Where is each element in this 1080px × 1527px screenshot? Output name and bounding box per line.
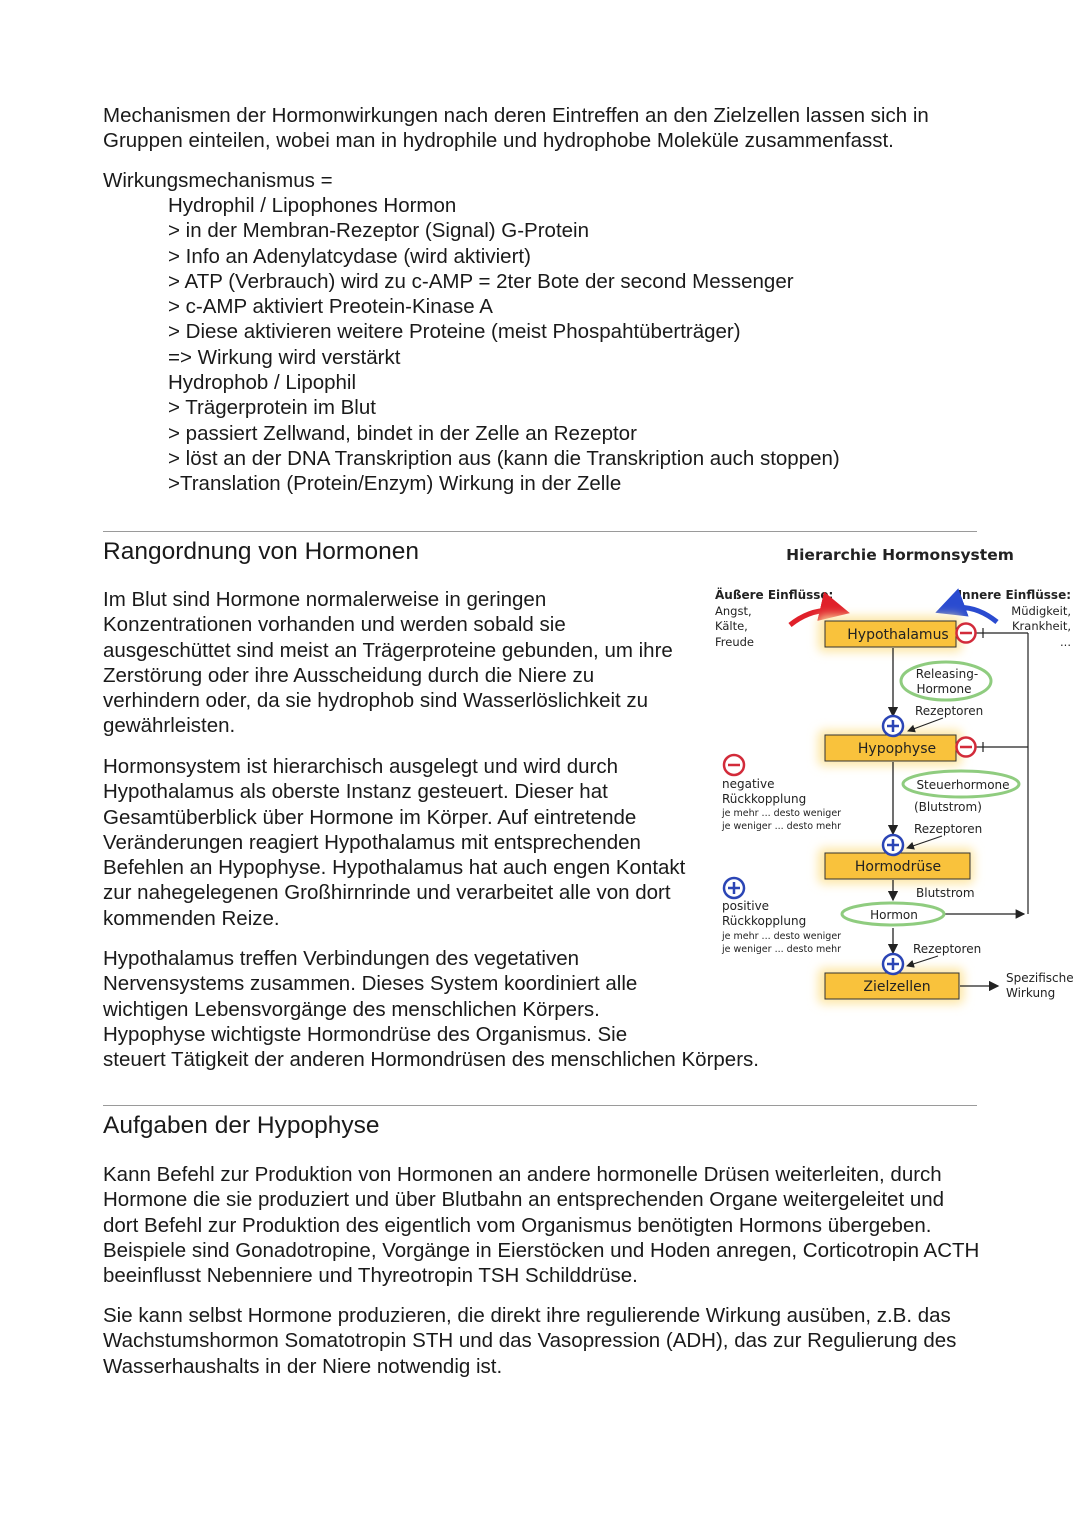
hypothalamus-box (824, 620, 957, 648)
rang-paragraph-2: Hormonsystem ist hierarchisch ausgelegt … (103, 755, 686, 930)
positive-feedback-legend-icon (722, 876, 746, 900)
mechanism-line: > Trägerprotein im Blut (168, 396, 376, 420)
hypophyse-paragraph-1: Kann Befehl zur Produktion von Hormonen … (103, 1163, 980, 1288)
negative-feedback-label: Rückkopplung (722, 792, 806, 806)
outer-influence-item: Freude (715, 635, 754, 649)
rezeptoren-label: Rezeptoren (913, 942, 981, 956)
releasing-hormone-oval (899, 660, 993, 702)
diagram-title: Hierarchie Hormonsystem (786, 546, 1014, 564)
mechanism-line: > löst an der DNA Transkription aus (kan… (168, 446, 840, 470)
rang-p3-line: Hypophyse wichtigste Hormondrüse des Org… (103, 1022, 628, 1046)
section-title-rangordnung: Rangordnung von Hormonen (103, 538, 419, 565)
mechanism-line: Hydrophil / Lipophones Hormon (168, 194, 457, 217)
blutstrom-paren-label: (Blutstrom) (914, 800, 982, 814)
outer-influence-item: Kälte, (715, 619, 748, 633)
inner-influence-item: Krankheit, (1012, 619, 1071, 633)
hormondruese-box (824, 852, 971, 880)
zielzellen-label: Zielzellen (863, 979, 930, 995)
negative-feedback-legend-icon (722, 753, 746, 777)
inner-influence-arrow (935, 588, 999, 624)
section-divider (103, 531, 977, 532)
hormon-label: Hormon (870, 908, 918, 922)
mechanism-line: > c-AMP aktiviert Preotein-Kinase A (168, 295, 493, 319)
outer-influences-label: Äußere Einflüsse: (715, 587, 833, 602)
section-divider (103, 1105, 977, 1106)
negative-feedback-note: je mehr ... desto weniger (721, 808, 841, 819)
rang-p3-line: Hypothalamus treffen Verbindungen des ve… (103, 947, 580, 970)
rang-p3-line: steuert Tätigkeit der anderen Hormondrüs… (103, 1048, 759, 1072)
hypophyse-paragraph-2: Sie kann selbst Hormone produzieren, die… (103, 1304, 957, 1378)
plus-icon (881, 833, 905, 857)
rang-p3-line: wichtigen Lebensvorgänge des menschliche… (103, 997, 600, 1021)
mechanism-line: > Info an Adenylatcydase (wird aktiviert… (168, 244, 531, 268)
mechanism-line: > passiert Zellwand, bindet in der Zelle… (168, 421, 637, 445)
hypothalamus-label: Hypothalamus (847, 627, 948, 643)
rang-paragraph-1: Im Blut sind Hormone normalerweise in ge… (103, 588, 673, 738)
hypophyse-label: Hypophyse (858, 741, 936, 757)
inner-influence-item: ... (1060, 635, 1071, 649)
section-title-hypophyse: Aufgaben der Hypophyse (103, 1112, 380, 1139)
hormon-oval (840, 901, 946, 927)
intro-paragraph: Mechanismen der Hormonwirkungen nach der… (103, 104, 929, 153)
hormondruese-label: Hormodrüse (855, 859, 941, 875)
rezeptoren-label: Rezeptoren (915, 704, 983, 718)
mechanism-line: Hydrophob / Lipophil (168, 371, 357, 395)
plus-icon (881, 714, 905, 738)
mechanism-heading: Wirkungsmechanismus = (103, 169, 333, 192)
mechanism-line: > Diese aktivieren weitere Proteine (mei… (168, 320, 741, 344)
plus-icon (881, 952, 905, 976)
positive-feedback-note: je weniger ... desto mehr (721, 944, 841, 955)
mechanism-line: > ATP (Verbrauch) wird zu c-AMP = 2ter B… (168, 269, 794, 293)
mechanism-list: Hydrophil / Lipophones Hormon > in der M… (168, 193, 840, 497)
rang-p3-line: Nervensystems zusammen. Dieses System ko… (103, 972, 638, 996)
minus-icon (955, 622, 977, 644)
negative-feedback-note: je weniger ... desto mehr (721, 821, 841, 832)
releasing-label: Releasing- (916, 667, 978, 681)
specific-effect-label: Spezifische (1006, 971, 1074, 985)
rang-paragraph-3: Hypothalamus treffen Verbindungen des ve… (103, 946, 759, 1072)
releasing-label: Hormone (916, 682, 971, 696)
mechanism-line: > in der Membran-Rezeptor (Signal) G-Pro… (168, 219, 589, 243)
mechanism-line: >Translation (Protein/Enzym) Wirkung in … (168, 472, 622, 496)
specific-effect-label: Wirkung (1006, 986, 1055, 1000)
outer-influence-arrow (788, 591, 850, 627)
positive-feedback-label: Rückkopplung (722, 914, 806, 928)
negative-feedback-label: negative (722, 777, 774, 791)
zielzellen-box (824, 972, 960, 1000)
outer-influence-item: Angst, (715, 604, 752, 618)
minus-icon (955, 736, 977, 758)
positive-feedback-note: je mehr ... desto weniger (721, 931, 841, 942)
blutstrom-label: Blutstrom (916, 886, 975, 900)
steuerhormone-label: Steuerhormone (916, 778, 1009, 792)
inner-influences-label: Innere Einflüsse: (958, 588, 1071, 602)
inner-influence-item: Müdigkeit, (1011, 604, 1071, 618)
mechanism-line: => Wirkung wird verstärkt (168, 345, 401, 369)
rezeptoren-label: Rezeptoren (914, 822, 982, 836)
steuerhormone-oval (901, 769, 1021, 799)
hypophyse-box (824, 734, 957, 762)
positive-feedback-label: positive (722, 899, 769, 913)
